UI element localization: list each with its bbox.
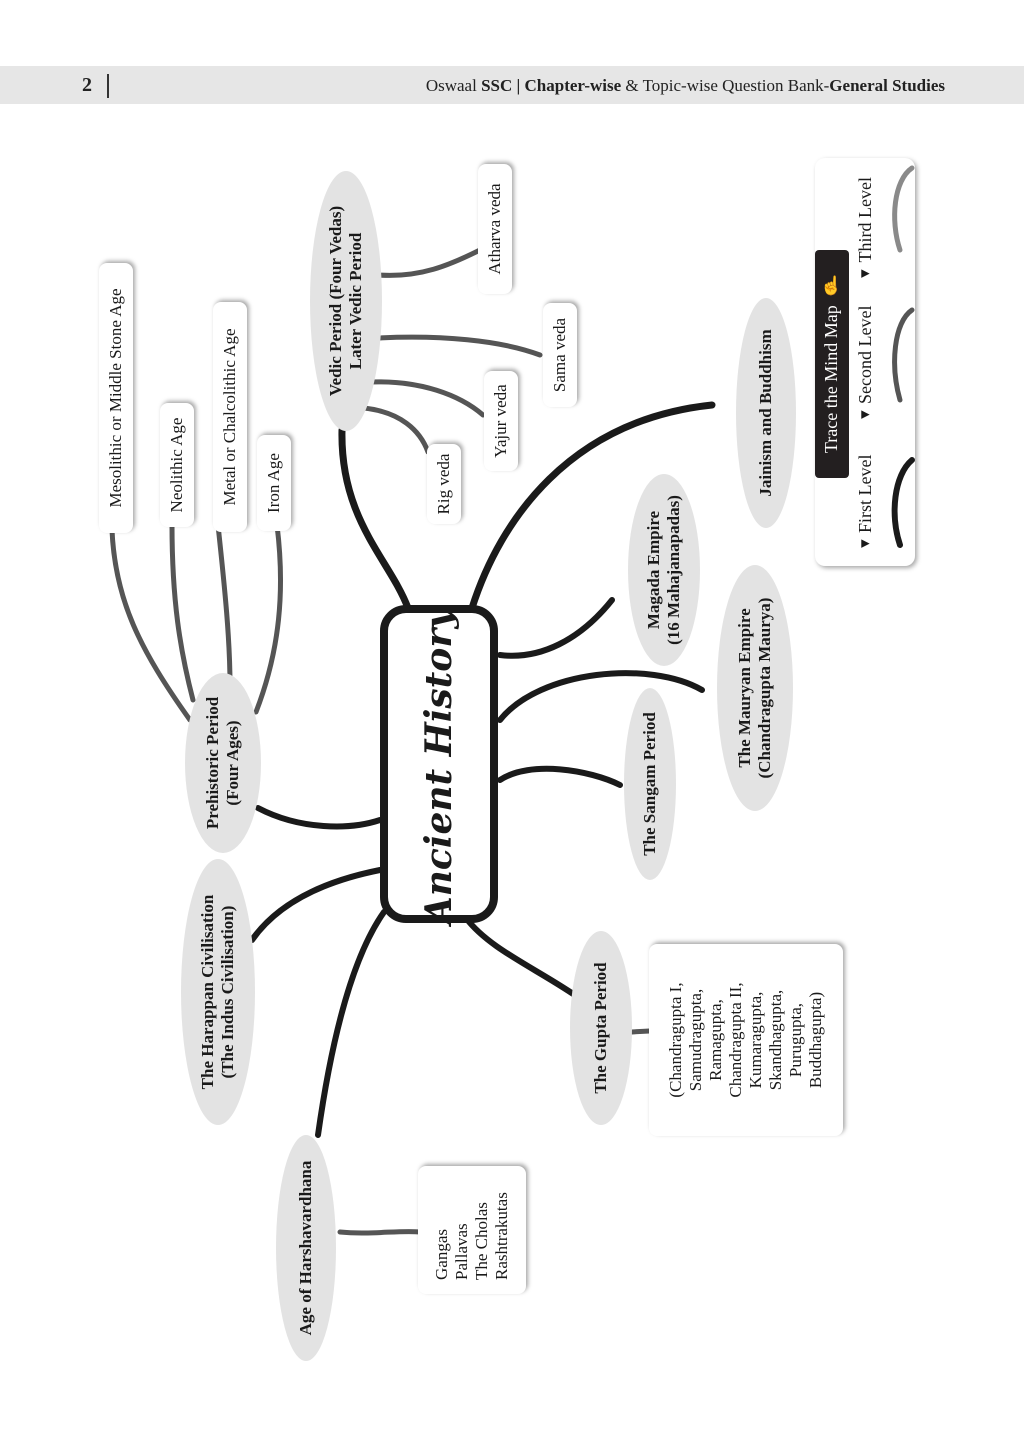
link-harappan (249, 867, 383, 943)
node-harshavardhana: Age of Harshavardhana (276, 1135, 336, 1361)
link-mauryan (497, 670, 705, 723)
node-vedic-period: Vedic Period (Four Vedas) Later Vedic Pe… (310, 171, 382, 431)
triangle-icon: ▶ (860, 408, 870, 421)
link-rig (361, 405, 431, 455)
link-sama (375, 334, 543, 358)
page-header: 2 Oswaal SSC | Chapter-wise & Topic-wise… (0, 66, 1024, 104)
link-gupta (463, 915, 585, 1003)
link-sangam (497, 765, 623, 788)
link-harsha (315, 909, 387, 1138)
central-node-box (380, 605, 498, 923)
link-neolithic (169, 522, 196, 703)
node-yajur-veda: Yajur veda (484, 371, 518, 471)
node-sama-veda: Sama veda (543, 303, 577, 407)
node-iron-age: Iron Age (257, 435, 291, 531)
link-mesolithic (109, 527, 193, 723)
pointing-hand-icon: ☝ (819, 275, 843, 296)
node-gupta-period: The Gupta Period (570, 931, 632, 1125)
node-metal-age: Metal or Chalcolithic Age (213, 302, 247, 532)
node-gupta-rulers: (Chandragupta I, Samudragupta, Ramagupta… (649, 944, 843, 1136)
book-title: Oswaal SSC | Chapter-wise & Topic-wise Q… (425, 76, 945, 95)
node-jainism-buddhism: Jainism and Buddhism (736, 298, 796, 528)
node-neolithic-age: Neolithic Age (160, 403, 194, 527)
header-divider (107, 74, 109, 98)
link-harsha-dynasties (337, 1229, 423, 1236)
node-mauryan-empire: The Mauryan Empire (Chandragupta Maurya) (717, 565, 793, 811)
legend-first-level: ▶First Level (854, 454, 875, 550)
legend-swatch-second (892, 307, 915, 403)
legend-title: Trace the Mind Map ☝ (819, 275, 843, 454)
link-atharva (375, 247, 483, 278)
link-magada (497, 597, 615, 659)
node-harsha-dynasties: Gangas Pallavas The Cholas Rashtrakutas (418, 1166, 526, 1294)
legend-third-level: ▶Third Level (854, 177, 875, 280)
page-number: 2 (82, 74, 92, 96)
node-magada-empire: Magada Empire (16 Mahajanapadas) (628, 474, 700, 666)
link-vedic (338, 426, 412, 612)
node-mesolithic-age: Mesolithic or Middle Stone Age (99, 263, 133, 533)
central-node-title: Ancient History (418, 607, 460, 925)
legend-title-background (815, 250, 849, 478)
node-sangam-period: The Sangam Period (624, 688, 676, 880)
link-iron (253, 522, 284, 715)
legend-swatch-third (892, 165, 915, 253)
node-harappan-civilisation: The Harappan Civilisation (The Indus Civ… (181, 859, 255, 1125)
triangle-icon: ▶ (860, 537, 870, 550)
legend-swatch-first (891, 457, 915, 548)
link-prehistoric (255, 805, 383, 830)
node-rig-veda: Rig veda (427, 444, 461, 524)
legend-second-level: ▶Second Level (854, 305, 875, 421)
legend-level-swatches (891, 165, 915, 548)
link-metal (215, 522, 233, 688)
link-jainism (468, 401, 716, 612)
node-prehistoric-period: Prehistoric Period (Four Ages) (185, 673, 261, 853)
triangle-icon: ▶ (860, 267, 870, 280)
link-yajur (367, 379, 486, 418)
node-atharva-veda: Atharva veda (478, 164, 512, 294)
